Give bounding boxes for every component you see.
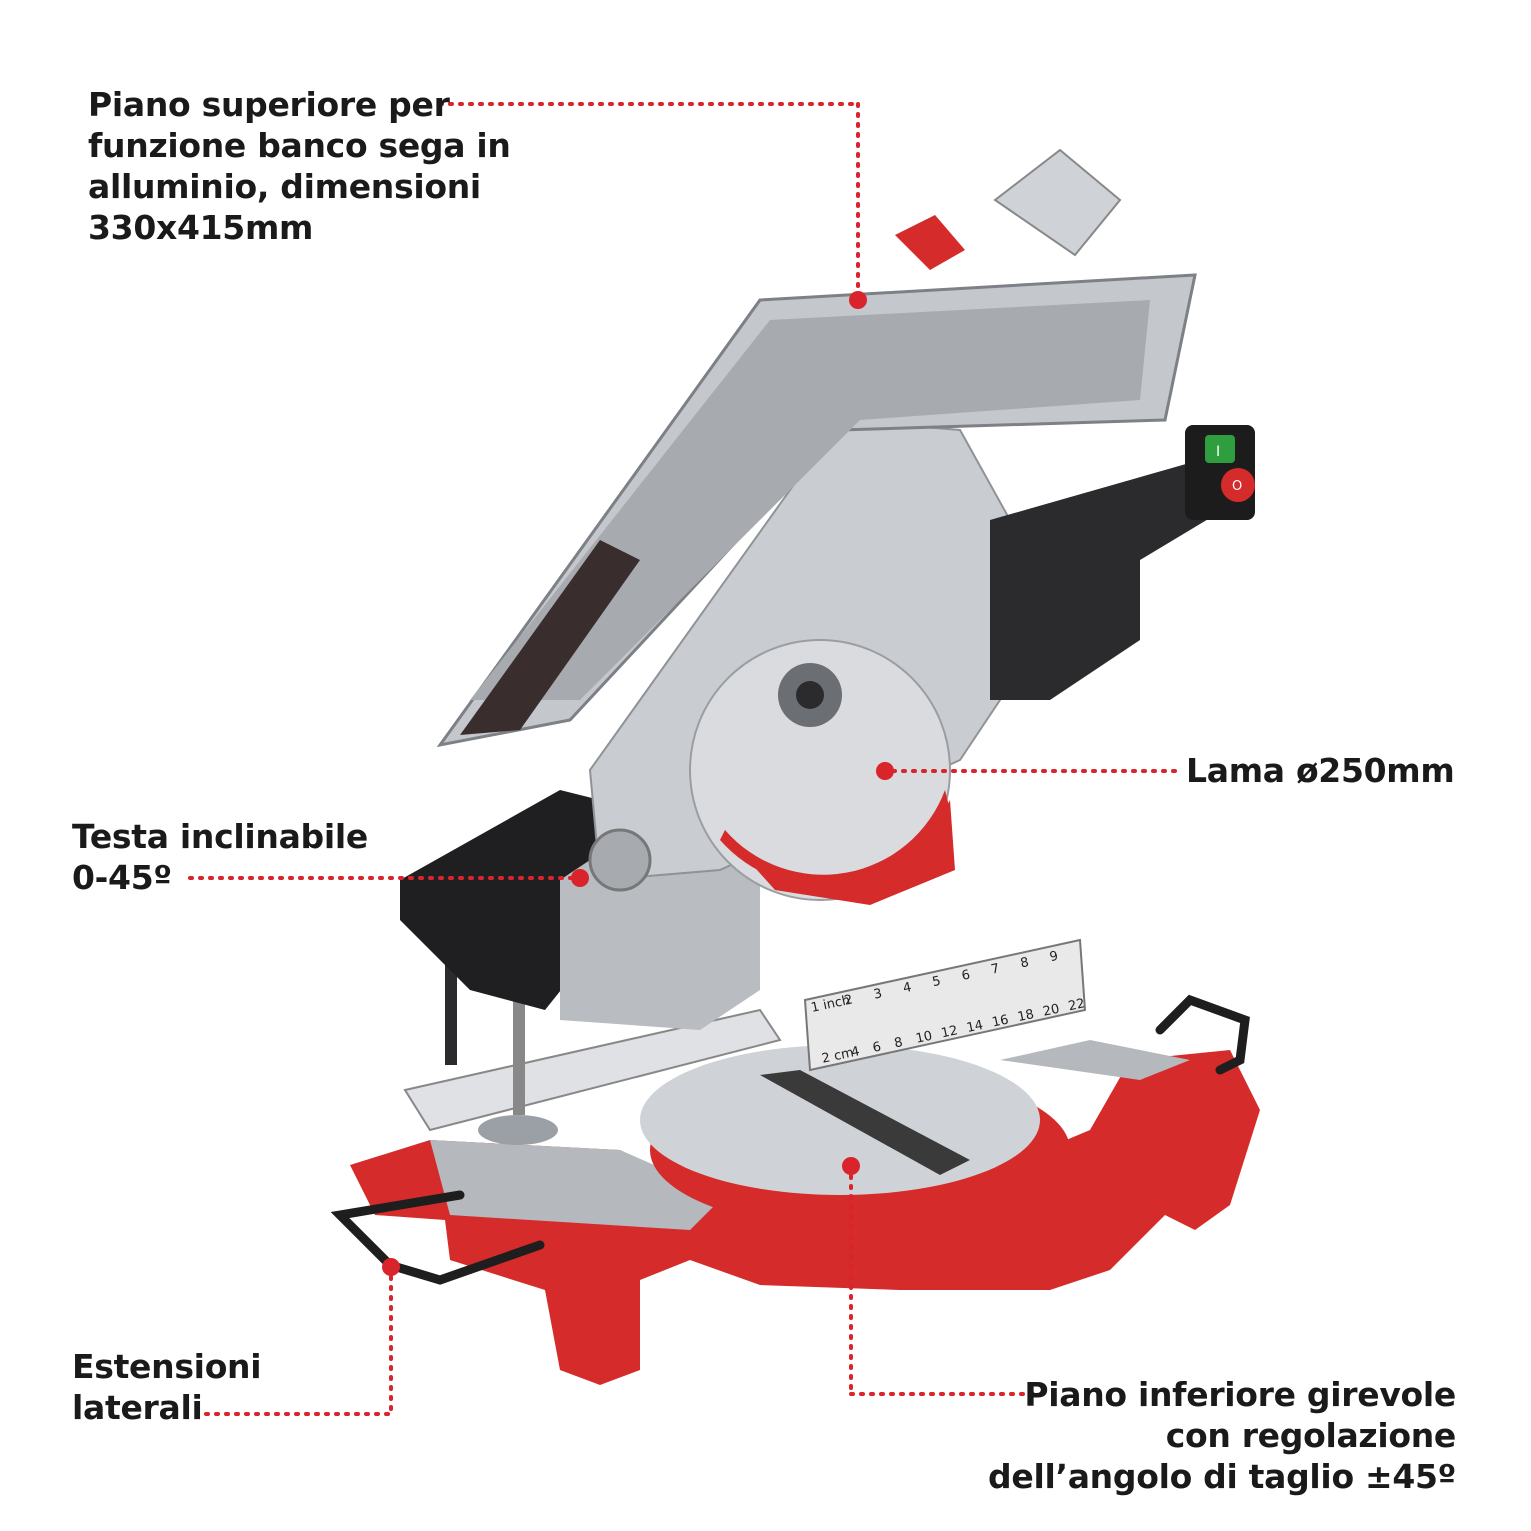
callout-extensions-line-2: laterali bbox=[72, 1388, 203, 1427]
turntable-graphic bbox=[640, 1045, 1070, 1230]
callout-tilt-head: Testa inclinabile 0-45º bbox=[72, 816, 368, 898]
callout-top-table-line-3: alluminio, dimensioni bbox=[88, 167, 481, 206]
callout-top-table-line-1: Piano superiore per bbox=[88, 85, 450, 124]
callout-blade-line-1: Lama ø250mm bbox=[1186, 751, 1455, 790]
callout-turntable-line-3: dell’angolo di taglio ±45º bbox=[988, 1457, 1456, 1496]
callout-lines bbox=[188, 102, 1177, 1416]
dust-bag-graphic bbox=[400, 790, 600, 1010]
callout-blade: Lama ø250mm bbox=[1186, 750, 1455, 791]
callout-extensions-line-1: Estensioni bbox=[72, 1347, 262, 1386]
callout-top-table-line-2: funzione banco sega in bbox=[88, 126, 511, 165]
callout-turntable: Piano inferiore girevole con regolazione… bbox=[988, 1374, 1456, 1497]
callout-turntable-line-1: Piano inferiore girevole bbox=[1024, 1375, 1456, 1414]
callout-tilt-head-line-2: 0-45º bbox=[72, 858, 172, 897]
top-table-graphic bbox=[436, 148, 1197, 748]
callout-tilt-head-line-1: Testa inclinabile bbox=[72, 817, 368, 856]
callout-top-table: Piano superiore per funzione banco sega … bbox=[88, 84, 511, 248]
callout-top-table-line-4: 330x415mm bbox=[88, 208, 314, 247]
fence-graphic bbox=[403, 938, 1087, 1132]
callout-extensions: Estensioni laterali bbox=[72, 1346, 262, 1428]
handle-graphic bbox=[990, 425, 1255, 700]
blade-guard-graphic bbox=[689, 639, 955, 905]
callout-dots bbox=[382, 291, 894, 1276]
callout-turntable-line-2: con regolazione bbox=[1165, 1416, 1457, 1455]
